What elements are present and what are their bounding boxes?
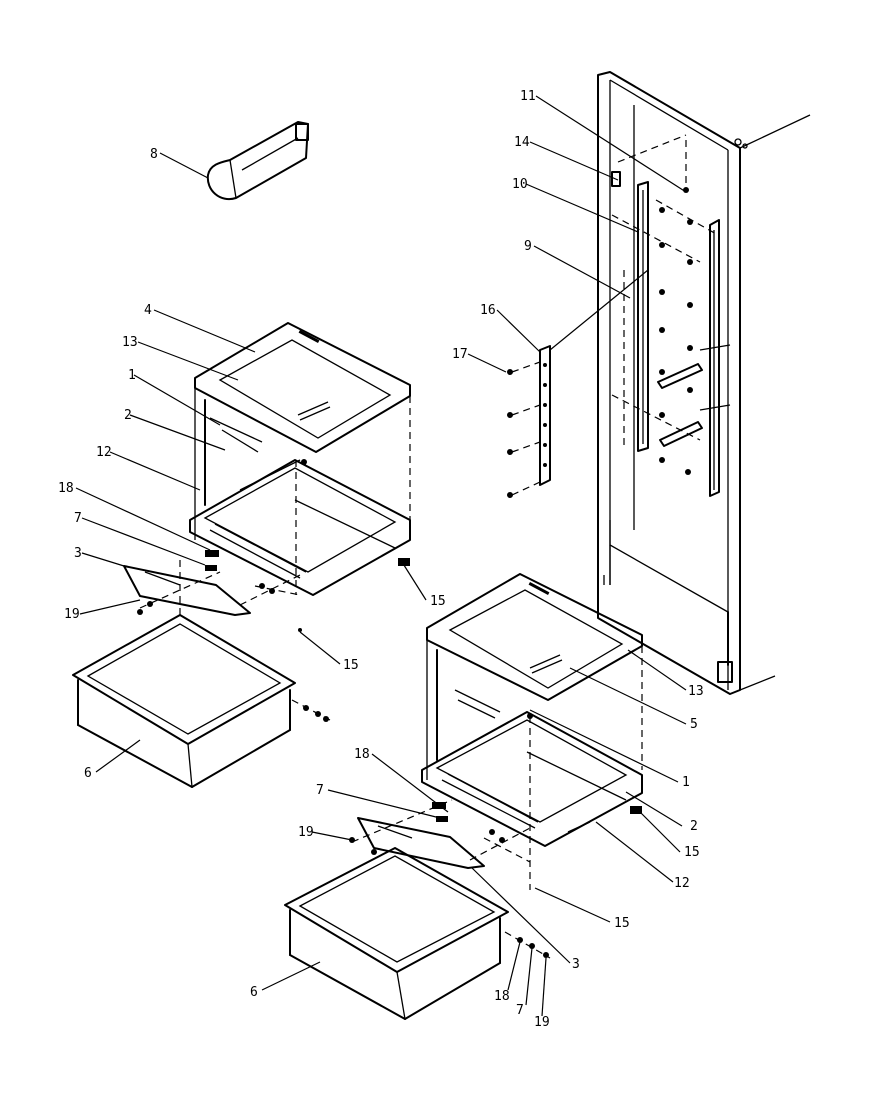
callout-7-lower: 7 [316,783,324,798]
rail-clips [657,344,731,447]
callout-13-upper: 13 [122,335,138,350]
lower-crisper-cover [426,573,643,780]
callout-14: 14 [514,135,530,150]
callout-15-upper-a: 15 [430,594,446,609]
callout-12-lower: 12 [674,876,690,891]
callout-15-lower-b: 15 [684,845,700,860]
lower-crisper-frame [421,649,643,890]
callout-2-upper: 2 [124,408,132,423]
callout-18-lower: 18 [354,747,370,762]
callout-6-upper: 6 [84,766,92,781]
callout-9: 9 [524,239,532,254]
callout-17: 17 [452,347,468,362]
callout-12-upper: 12 [96,445,112,460]
cabinet-liner [597,71,811,695]
callout-18-bottom: 18 [494,989,510,1004]
loose-rail [507,269,649,498]
callout-7-bottom: 7 [516,1003,524,1018]
upper-crisper-brackets [123,550,410,632]
callout-11: 11 [520,89,536,104]
callout-4-label: 4 [144,303,152,318]
upper-crisper-frame [189,399,411,596]
callout-19-lower: 19 [298,825,314,840]
dairy-bin [206,121,309,201]
upper-crisper-pan [72,555,331,788]
shelf-rail-right [709,219,720,497]
callout-15-lower-a: 15 [614,916,630,931]
callout-19-bottom: 19 [534,1015,550,1030]
shelf-rail-left [611,171,649,452]
callout-7-upper: 7 [74,511,82,526]
callout-1-upper: 1 [128,368,136,383]
callout-16: 16 [480,303,496,318]
lower-crisper-pan [284,847,551,1020]
callout-18-upper: 18 [58,481,74,496]
upper-crisper-cover [194,322,411,540]
callout-3-upper: 3 [74,546,82,561]
callout-15-upper-b: 15 [343,658,359,673]
callout-3-lower: 3 [572,957,580,972]
callout-6-lower: 6 [250,985,258,1000]
callout-13-lower: 13 [688,684,704,699]
callout-8: 8 [150,147,158,162]
callout-5: 5 [690,717,698,732]
callout-2-lower: 2 [690,819,698,834]
callout-1-lower: 1 [682,775,690,790]
callout-19-upper: 19 [64,607,80,622]
callout-10: 10 [512,177,528,192]
callout-labels: 8 4 13 1 2 12 18 7 3 19 15 15 6 11 14 10… [58,89,704,1030]
rail-dashed-guides [611,134,719,450]
leader-lines [75,95,687,1017]
